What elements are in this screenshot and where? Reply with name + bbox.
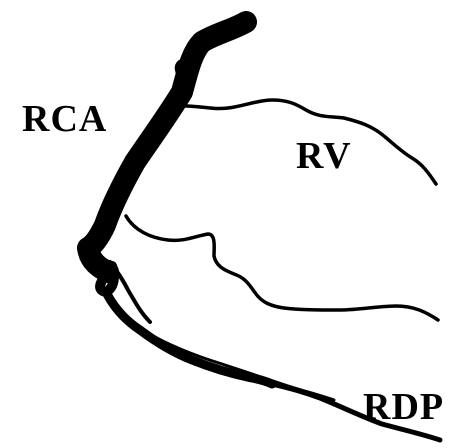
acute-marginal-branch xyxy=(126,216,438,320)
rdp-main-branch xyxy=(106,292,272,384)
rca-trunk xyxy=(88,22,246,272)
rdp-parallel-branch xyxy=(146,332,334,400)
rdp-label: RDP xyxy=(363,388,444,426)
rv-label: RV xyxy=(296,137,352,175)
rca-label: RCA xyxy=(22,100,107,138)
